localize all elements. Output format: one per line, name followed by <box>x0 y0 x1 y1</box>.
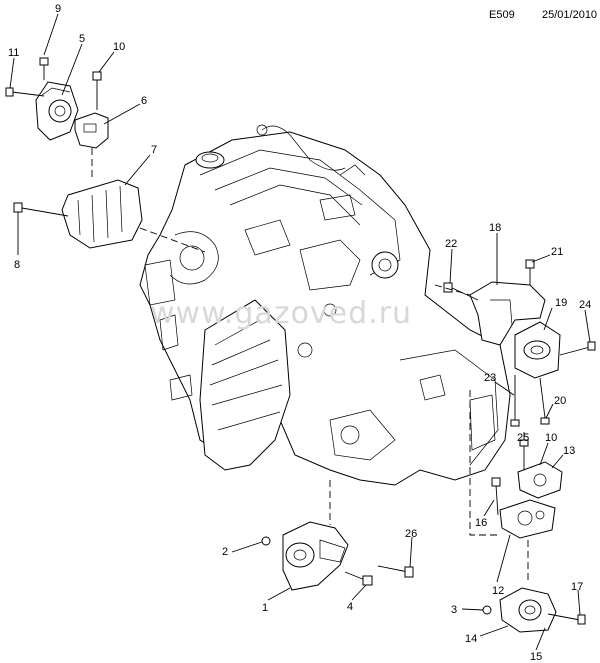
callout-11: 11 <box>8 47 19 59</box>
bracket-7 <box>13 179 143 249</box>
callout-10b: 10 <box>545 432 557 444</box>
right-mount <box>443 259 596 427</box>
leader-lines <box>9 13 591 651</box>
diagram-code: E509 <box>489 9 515 21</box>
callout-6: 6 <box>141 95 147 107</box>
engine-assembly <box>139 124 511 486</box>
callout-17: 17 <box>571 581 583 593</box>
watermark: www.gazoved.ru <box>150 296 413 331</box>
callout-10: 10 <box>113 41 125 53</box>
callout-3: 3 <box>451 604 457 616</box>
callout-21: 21 <box>551 246 563 258</box>
bottom-right-mount <box>482 587 586 633</box>
callout-26: 26 <box>405 528 417 540</box>
callout-5: 5 <box>79 33 85 45</box>
callout-16: 16 <box>475 517 487 529</box>
callout-14: 14 <box>465 633 477 645</box>
callout-18: 18 <box>489 222 501 234</box>
assembly-lines <box>91 148 529 580</box>
callout-1: 1 <box>262 602 268 614</box>
lower-center-mount <box>261 521 414 591</box>
callout-24: 24 <box>579 299 591 311</box>
callout-15: 15 <box>530 651 542 663</box>
callout-8: 8 <box>14 259 20 271</box>
callout-9: 9 <box>55 3 61 15</box>
callout-20: 20 <box>554 395 566 407</box>
callout-23: 23 <box>484 372 496 384</box>
callout-22: 22 <box>445 238 457 250</box>
callout-2: 2 <box>222 546 228 558</box>
callout-4: 4 <box>347 601 353 613</box>
diagram-date: 25/01/2010 <box>542 9 598 21</box>
callout-19: 19 <box>555 297 567 309</box>
callout-25: 25 <box>517 432 529 444</box>
callout-7: 7 <box>151 144 157 156</box>
callouts: 9 5 10 11 6 7 8 18 22 21 19 24 23 20 25 … <box>8 3 591 663</box>
callout-12: 12 <box>492 585 504 597</box>
upper-left-mount <box>5 57 109 149</box>
lower-right-mount <box>491 439 563 539</box>
callout-13: 13 <box>563 445 575 457</box>
